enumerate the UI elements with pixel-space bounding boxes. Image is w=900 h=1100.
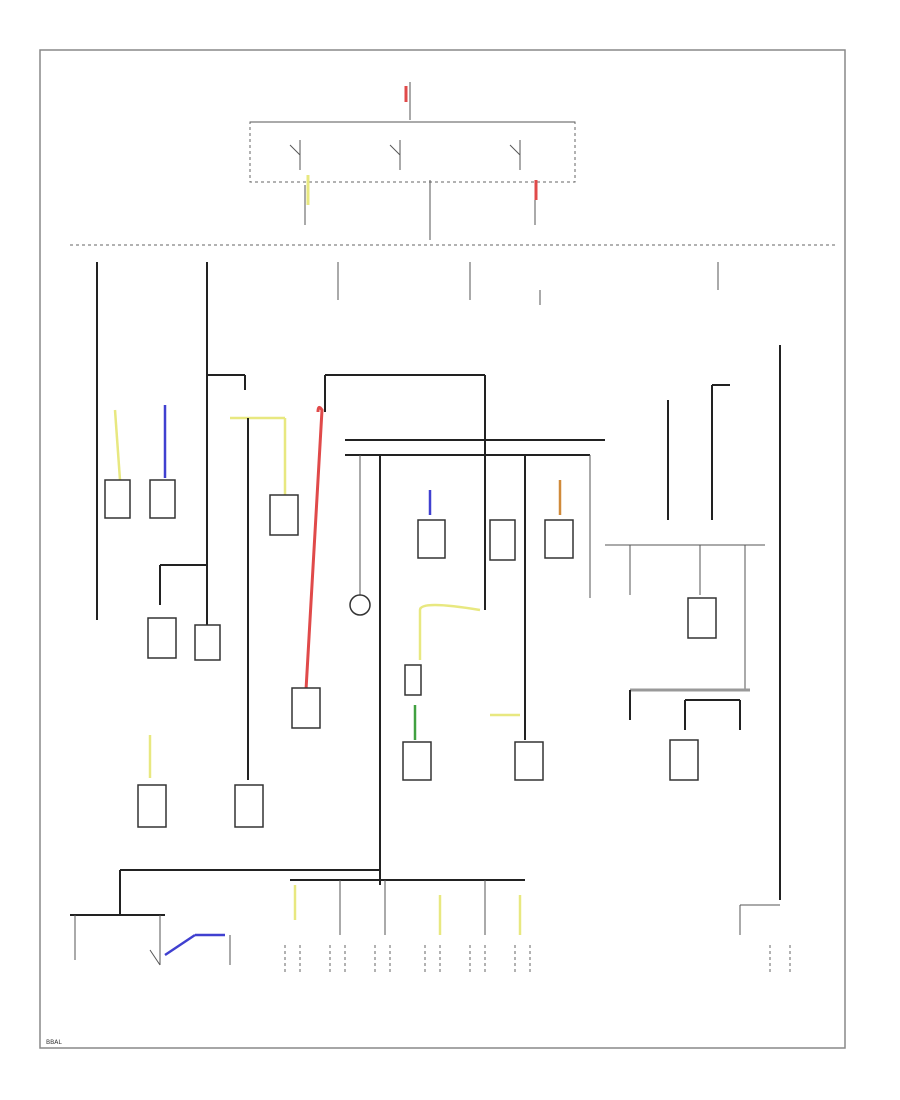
- left-branch: [104, 374, 299, 828]
- component-box: [149, 479, 176, 519]
- component-box: [404, 664, 422, 696]
- injector-connectors: [284, 945, 531, 975]
- component-box: [669, 739, 699, 781]
- right-branch: [605, 384, 765, 781]
- component-box: [417, 519, 446, 559]
- wire-blue-bottom: [164, 933, 196, 957]
- component-box: [402, 741, 432, 781]
- wire-yellow-left: [113, 409, 122, 481]
- bottom-left-branch: [70, 869, 380, 966]
- component-box: [234, 784, 264, 828]
- component-box: [147, 617, 177, 659]
- component-box: [687, 597, 717, 639]
- injector-bus: [284, 879, 531, 975]
- bottom-right-branch: [739, 904, 791, 975]
- center-left-branch: [291, 374, 486, 729]
- component-circle: [349, 594, 371, 616]
- fuse-feeds: [96, 262, 781, 900]
- component-box: [194, 624, 221, 661]
- component-box: [489, 519, 516, 561]
- component-box: [514, 741, 544, 781]
- wire-red-long: [304, 405, 324, 691]
- component-box: [291, 687, 321, 729]
- diagram-frame: [39, 49, 846, 1049]
- center-bus: [345, 439, 605, 885]
- ignition-switch: [249, 59, 576, 240]
- component-box: [544, 519, 574, 559]
- wire-yellow-center: [418, 603, 481, 612]
- component-box: [137, 784, 167, 828]
- component-box: [269, 494, 299, 536]
- component-box: [104, 479, 131, 519]
- page-ref: BBAL: [46, 1039, 62, 1046]
